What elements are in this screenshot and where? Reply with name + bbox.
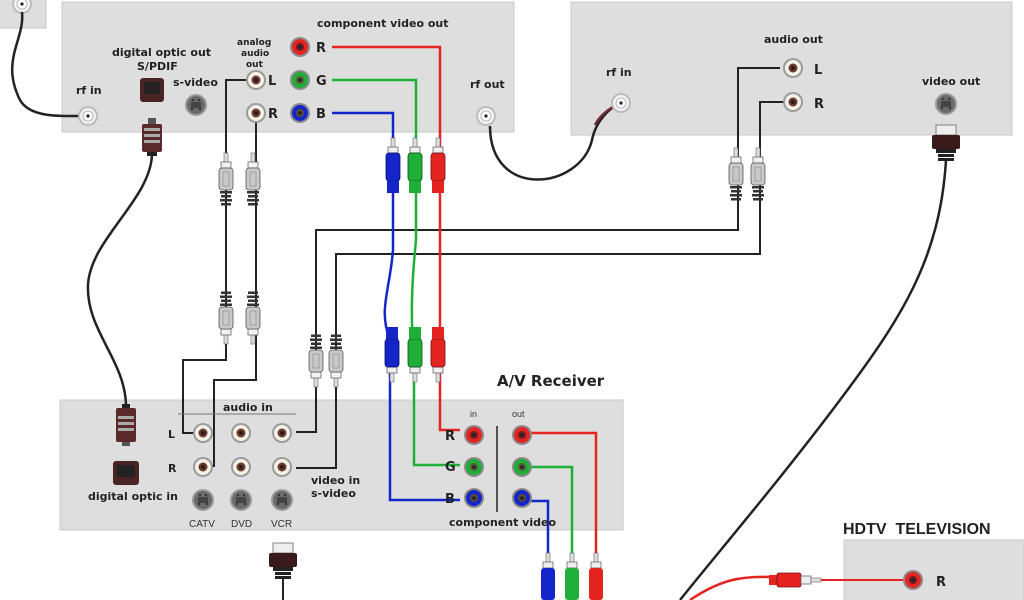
source-audio-R-label: R bbox=[268, 107, 278, 122]
receiver-title: A/V Receiver bbox=[497, 372, 605, 390]
receiver-audio-in-2-R[interactable] bbox=[231, 457, 251, 477]
source-rf-in-jack[interactable] bbox=[77, 105, 99, 127]
rf-out-to-vcr-cable bbox=[488, 101, 621, 181]
receiver-comp-out-G[interactable] bbox=[512, 457, 532, 477]
receiver-video-in-label: video in bbox=[311, 474, 360, 487]
component-plug-blue-bottom[interactable] bbox=[384, 327, 400, 383]
receiver-comp-B-label: B bbox=[445, 492, 455, 507]
receiver-svideo-catv-label: CATV bbox=[189, 519, 215, 530]
receiver-svideo-dvd[interactable] bbox=[230, 489, 252, 511]
plug-analog-R-bottom[interactable] bbox=[245, 291, 261, 345]
receiver-panel bbox=[59, 399, 624, 531]
source-audio-out-R-jack[interactable] bbox=[246, 103, 266, 123]
component-plug-green-top[interactable] bbox=[407, 137, 423, 193]
source-audio-L-label: L bbox=[268, 74, 276, 89]
source-component-G-label: G bbox=[316, 74, 327, 89]
plug-analog-R-top[interactable] bbox=[245, 152, 261, 206]
receiver-out-red-cable bbox=[530, 431, 598, 600]
receiver-svideo-vcr[interactable] bbox=[271, 489, 293, 511]
vcr-audio-R-label: R bbox=[814, 97, 824, 112]
receiver-out-plug-red[interactable] bbox=[589, 552, 603, 600]
component-plug-red-bottom[interactable] bbox=[430, 327, 446, 383]
vcr-video-out-jack[interactable] bbox=[935, 93, 957, 115]
optical-plug-top[interactable] bbox=[142, 118, 162, 156]
optical-plug-receiver[interactable] bbox=[116, 404, 136, 446]
receiver-comp-G-label: G bbox=[445, 460, 456, 475]
source-svideo-jack[interactable] bbox=[185, 94, 207, 116]
receiver-out-plug-green[interactable] bbox=[565, 552, 579, 600]
receiver-comp-R-label: R bbox=[445, 429, 455, 444]
receiver-row-L-label: L bbox=[168, 428, 175, 441]
receiver-comp-out-label: out bbox=[512, 409, 525, 419]
source-device-panel bbox=[61, 1, 515, 133]
receiver-comp-in-B[interactable] bbox=[464, 488, 484, 508]
source-analog-label-2: audio bbox=[241, 49, 269, 59]
source-svideo-label: s-video bbox=[173, 76, 218, 89]
source-component-R-label: R bbox=[316, 41, 326, 56]
receiver-comp-in-label: in bbox=[470, 409, 477, 419]
receiver-audio-in-2-L[interactable] bbox=[231, 423, 251, 443]
optical-cable bbox=[86, 154, 154, 406]
tv-title: HDTV TELEVISION bbox=[843, 521, 991, 538]
receiver-audio-in-3-L[interactable] bbox=[272, 423, 292, 443]
svideo-plug-receiver[interactable] bbox=[269, 542, 297, 600]
receiver-comp-out-R[interactable] bbox=[512, 425, 532, 445]
vcr-audio-L-label: L bbox=[814, 63, 822, 78]
component-plug-green-bottom[interactable] bbox=[407, 327, 423, 383]
receiver-optic-in-port[interactable] bbox=[113, 461, 139, 485]
source-component-B-jack[interactable] bbox=[290, 103, 310, 123]
source-rf-out-jack[interactable] bbox=[475, 105, 497, 127]
receiver-comp-out-B[interactable] bbox=[512, 488, 532, 508]
source-optic-out-port[interactable] bbox=[140, 78, 164, 102]
source-analog-label-1: analog bbox=[237, 38, 271, 48]
tv-panel bbox=[843, 539, 1024, 600]
vcr-audio-out-L-jack[interactable] bbox=[783, 58, 803, 78]
vcr-audio-L-cable bbox=[296, 67, 780, 433]
receiver-svideo-label: s-video bbox=[311, 487, 356, 500]
source-rf-out-label: rf out bbox=[470, 78, 505, 91]
source-component-title: component video out bbox=[317, 17, 449, 30]
receiver-svideo-vcr-label: VCR bbox=[271, 519, 292, 530]
source-rf-in-label: rf in bbox=[76, 84, 102, 97]
vcr-rf-in-jack[interactable] bbox=[610, 92, 632, 114]
receiver-audio-in-label: audio in bbox=[223, 401, 273, 414]
plug-vcr-audio-L-top[interactable] bbox=[728, 147, 744, 201]
receiver-audio-in-1-L[interactable] bbox=[193, 423, 213, 443]
receiver-svideo-catv[interactable] bbox=[192, 489, 214, 511]
receiver-out-plug-blue[interactable] bbox=[541, 552, 555, 600]
receiver-comp-in-R[interactable] bbox=[464, 425, 484, 445]
component-plug-red-top[interactable] bbox=[430, 137, 446, 193]
receiver-audio-in-1-R[interactable] bbox=[193, 457, 213, 477]
receiver-comp-title: component video bbox=[449, 516, 556, 529]
plug-vcr-audio-R-top[interactable] bbox=[750, 147, 766, 201]
analog-audio-L-cable bbox=[182, 79, 248, 434]
source-audio-out-L-jack[interactable] bbox=[246, 70, 266, 90]
vcr-audio-R-cable bbox=[296, 101, 790, 469]
source-component-B-label: B bbox=[316, 107, 326, 122]
receiver-svideo-dvd-label: DVD bbox=[231, 519, 252, 530]
tv-red-cable bbox=[689, 575, 771, 600]
vcr-audio-out-R-jack[interactable] bbox=[783, 92, 803, 112]
receiver-comp-in-G[interactable] bbox=[464, 457, 484, 477]
component-red-cable bbox=[332, 45, 460, 432]
source-component-G-jack[interactable] bbox=[290, 70, 310, 90]
component-plug-blue-top[interactable] bbox=[385, 137, 401, 193]
vcr-rf-in-label: rf in bbox=[606, 66, 632, 79]
tv-comp-R-label: R bbox=[936, 575, 946, 590]
tv-comp-R-jack[interactable] bbox=[903, 570, 923, 590]
source-component-R-jack[interactable] bbox=[290, 37, 310, 57]
tv-red-plug[interactable] bbox=[769, 572, 822, 588]
vcr-video-out-label: video out bbox=[922, 75, 980, 88]
source-analog-label-3: out bbox=[246, 60, 264, 70]
antenna-rf-cable bbox=[10, 11, 89, 118]
svideo-plug-vcr[interactable] bbox=[932, 124, 960, 161]
source-optic-out-label: digital optic out bbox=[112, 46, 211, 59]
receiver-audio-in-3-R[interactable] bbox=[272, 457, 292, 477]
vcr-audio-out-label: audio out bbox=[764, 33, 823, 46]
receiver-optic-in-label: digital optic in bbox=[88, 490, 178, 503]
source-spdif-label: S/PDIF bbox=[137, 60, 178, 73]
svideo-to-tv-cable bbox=[679, 159, 948, 600]
receiver-row-R-label: R bbox=[168, 462, 177, 475]
